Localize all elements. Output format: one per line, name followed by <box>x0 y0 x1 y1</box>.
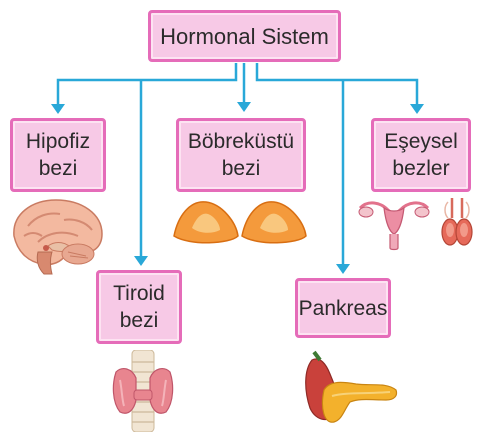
hipofiz-line1: Hipofiz <box>25 130 91 153</box>
eseysel-line2: bezler <box>392 157 450 180</box>
arrowhead-eseysel <box>410 104 424 114</box>
arrow-to-eseysel <box>255 63 419 106</box>
bobrekustu-line2: bezi <box>221 157 261 180</box>
arrowhead-pankreas <box>336 264 350 274</box>
box-hipofiz-bezi: Hipofiz bezi <box>10 118 106 192</box>
thyroid-illustration <box>112 350 174 432</box>
box-eseysel-bezler: Eşeysel bezler <box>371 118 471 192</box>
root-box-hormonal-sistem: Hormonal Sistem <box>148 10 341 62</box>
eseysel-line1: Eşeysel <box>384 130 458 153</box>
adrenal-glands-illustration <box>173 201 307 244</box>
root-label: Hormonal Sistem <box>160 23 329 49</box>
arrowhead-hipofiz <box>51 104 65 114</box>
pancreas-illustration <box>305 350 398 423</box>
pankreas-line1: Pankreas <box>298 296 388 320</box>
reproductive-organs-illustration <box>358 198 473 251</box>
tiroid-line2: bezi <box>119 309 159 332</box>
bobrekustu-line1: Böbreküstü <box>187 130 295 153</box>
box-bobrekustu-bezi: Böbreküstü bezi <box>176 118 306 192</box>
arrow-to-hipofiz <box>56 63 238 106</box>
hipofiz-line2: bezi <box>38 157 78 180</box>
tiroid-line1: Tiroid <box>113 282 165 305</box>
brain-illustration <box>13 199 103 275</box>
box-pankreas: Pankreas <box>295 278 391 338</box>
arrowhead-bobrekustu <box>237 102 251 112</box>
box-tiroid-bezi: Tiroid bezi <box>96 270 182 344</box>
arrowhead-tiroid <box>134 256 148 266</box>
